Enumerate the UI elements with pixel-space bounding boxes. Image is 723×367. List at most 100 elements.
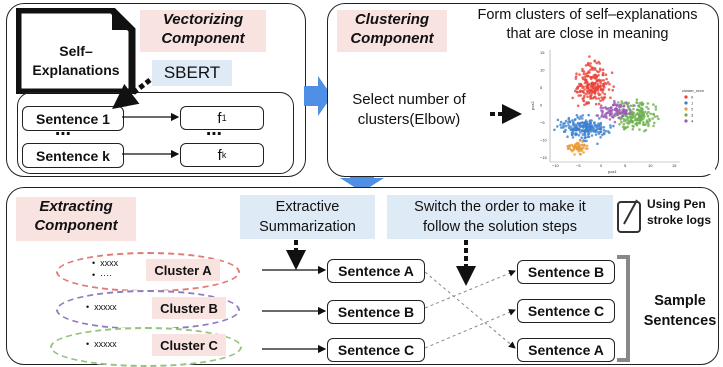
- plot-point: [620, 100, 623, 103]
- cluster-a-bullet-2-text: ····: [100, 270, 113, 280]
- plot-point: [593, 91, 597, 95]
- plot-xlabel: pca1: [608, 169, 617, 174]
- plot-point: [574, 118, 577, 121]
- plot-point: [604, 73, 608, 76]
- plot-point: [645, 105, 648, 109]
- plot-point: [592, 122, 596, 125]
- plot-point: [556, 125, 559, 128]
- plot-point: [582, 72, 586, 75]
- plot-point: [578, 117, 581, 120]
- elbow-to-plot-arrow: [490, 104, 522, 124]
- sbert-arrow: [112, 78, 152, 110]
- plot-point: [601, 111, 604, 114]
- plot-points: [553, 55, 660, 156]
- plot-point: [585, 130, 589, 133]
- elbow-step: Select number of clusters(Elbow): [334, 90, 484, 130]
- plot-point: [599, 106, 603, 110]
- plot-point: [571, 96, 574, 100]
- plot-point: [638, 122, 642, 125]
- plot-point: [581, 133, 585, 136]
- plot-point: [587, 101, 590, 104]
- plot-point: [634, 113, 637, 117]
- plot-point: [573, 144, 577, 147]
- plot-point: [627, 120, 631, 123]
- plot-point: [624, 101, 628, 104]
- plot-point: [613, 112, 617, 116]
- plot-point: [578, 139, 582, 142]
- plot-point: [638, 128, 641, 131]
- pen-stroke-line1: Using Pen: [647, 197, 706, 211]
- plot-point: [607, 88, 611, 91]
- plot-point: [641, 108, 644, 111]
- plot-point: [599, 87, 603, 90]
- plot-point: [643, 115, 646, 118]
- plot-point: [634, 117, 638, 121]
- plot-point: [620, 115, 624, 118]
- plot-point: [619, 112, 622, 115]
- cluster-a-label: Cluster A: [146, 259, 220, 281]
- plot-point: [617, 101, 620, 104]
- plot-point: [597, 97, 601, 100]
- plot-point: [598, 132, 601, 136]
- plot-legend-label: 3: [691, 113, 694, 118]
- plot-point: [641, 110, 644, 113]
- plot-point: [581, 67, 584, 71]
- plot-point: [612, 103, 615, 107]
- plot-point: [613, 120, 617, 124]
- sample-sentences-line1: Sample: [654, 293, 706, 309]
- plot-point: [562, 122, 565, 126]
- plot-point: [567, 124, 570, 127]
- vector-ellipsis: ⋯: [206, 126, 222, 143]
- plot-point: [593, 95, 597, 98]
- plot-y-tick-label: −5: [540, 120, 545, 125]
- plot-point: [604, 114, 608, 118]
- elbow-step-line1: Select number of: [352, 91, 466, 108]
- sample-sentences-bracket: [617, 255, 630, 362]
- plot-point: [642, 117, 645, 120]
- cluster-c-bullet-1: • xxxxx: [86, 339, 117, 349]
- plot-point: [585, 144, 589, 148]
- plot-point: [608, 131, 611, 134]
- plot-point: [635, 98, 639, 101]
- plot-point: [611, 88, 614, 92]
- plot-point: [597, 125, 601, 128]
- plot-point: [576, 104, 580, 108]
- plot-point: [586, 74, 590, 78]
- sample-sentences-line2: Sentences: [643, 313, 717, 329]
- plot-point: [591, 96, 595, 100]
- plot-point: [642, 121, 645, 124]
- plot-point: [601, 106, 605, 110]
- cluster-b-bullet-1: • xxxxx: [86, 302, 117, 312]
- plot-point: [597, 74, 600, 77]
- plot-legend-label: 1: [691, 101, 694, 106]
- plot-point: [598, 85, 602, 88]
- plot-point: [608, 109, 611, 113]
- plot-point: [631, 121, 634, 124]
- plot-point: [657, 117, 660, 121]
- plot-point: [580, 83, 583, 87]
- plot-point: [618, 106, 621, 109]
- plot-point: [588, 89, 591, 93]
- plot-point: [649, 112, 652, 116]
- plot-point: [604, 106, 607, 109]
- plot-point: [578, 73, 581, 76]
- plot-point: [602, 83, 605, 86]
- plot-x-tick-label: 0: [600, 163, 603, 168]
- plot-point: [632, 107, 635, 111]
- cluster-a-bullet-1: • xxxx: [92, 258, 119, 268]
- clustering-title: Clustering Component: [337, 10, 447, 52]
- plot-point: [594, 74, 598, 77]
- plot-point: [610, 71, 614, 74]
- plot-point: [590, 124, 594, 127]
- plot-point: [631, 127, 635, 131]
- plot-point: [654, 105, 658, 108]
- plot-point: [575, 72, 578, 75]
- plot-point: [566, 135, 569, 138]
- plot-point: [569, 128, 573, 131]
- plot-point: [586, 63, 590, 66]
- plot-point: [579, 131, 582, 134]
- plot-y-tick-label: 0: [540, 103, 543, 108]
- plot-point: [606, 111, 609, 115]
- plot-point: [622, 117, 625, 121]
